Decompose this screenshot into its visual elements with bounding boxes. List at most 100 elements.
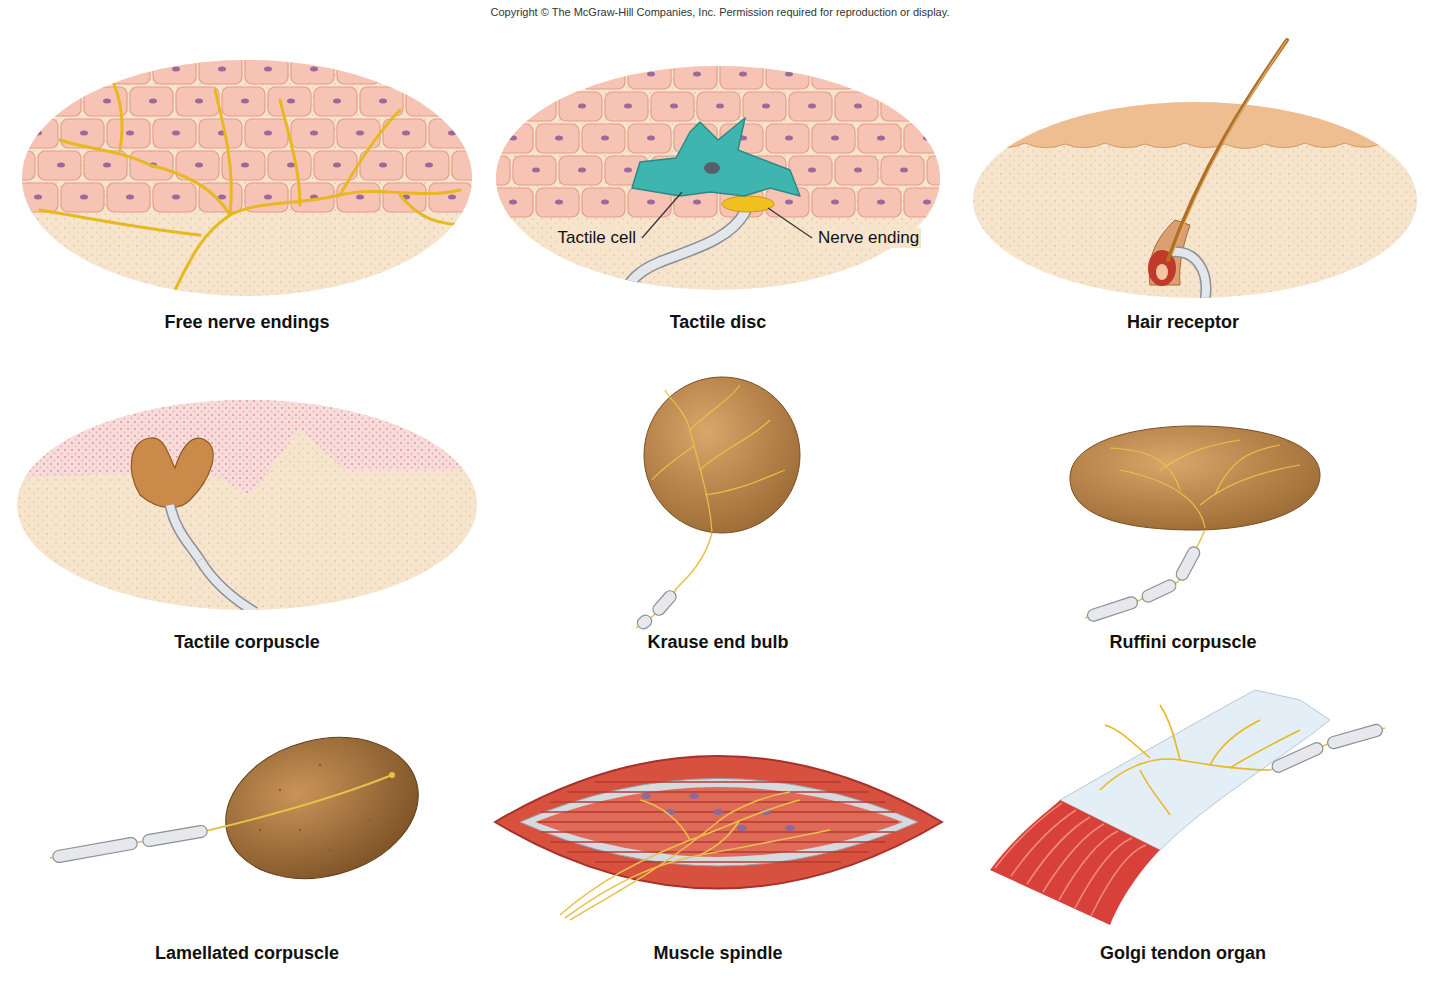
illustration-part: [291, 119, 334, 148]
illustration-part: [877, 136, 885, 141]
illustration-part: [789, 92, 832, 121]
illustration-part: [1160, 705, 1180, 760]
illustration-part: [513, 92, 556, 121]
illustration-part: [448, 67, 456, 72]
illustration-part: [131, 438, 213, 508]
illustration-part: [1215, 445, 1280, 495]
illustration-part: [628, 60, 671, 89]
illustration-part: [877, 200, 885, 205]
illustration-part: [38, 151, 81, 180]
illustration-part: [0, 151, 35, 180]
illustration-part: [40, 210, 200, 235]
illustration-part: [697, 92, 740, 121]
illustration-part: [279, 789, 281, 791]
illustration-part: [693, 72, 701, 77]
illustration-part: [904, 188, 947, 217]
illustration-part: [1160, 440, 1240, 470]
illustration-part: [720, 60, 763, 89]
illustration-part: [785, 200, 793, 205]
illustration-part: [670, 104, 678, 109]
illustration-part: [555, 136, 563, 141]
illustration-part: [0, 55, 518, 212]
receptor-name: Hair receptor: [1127, 312, 1239, 333]
illustration-part: [15, 398, 480, 495]
illustration-part: [1110, 440, 1300, 528]
tactile-disc-figure: [467, 60, 970, 300]
illustration-part: [452, 151, 495, 180]
receptor-name: Free nerve endings: [164, 312, 329, 333]
illustration-part: [369, 819, 371, 821]
illustration-part: [200, 560, 255, 612]
illustration-part: [640, 800, 690, 840]
illustration-part: [61, 55, 104, 84]
illustration-part: [52, 837, 138, 864]
illustration-part: [582, 60, 625, 89]
illustration-part: [624, 104, 632, 109]
illustration-part: [995, 803, 1146, 916]
illustration-part: [222, 87, 265, 116]
illustration-part: [170, 505, 200, 560]
illustration-part: [704, 162, 720, 174]
illustration-part: [448, 131, 456, 136]
illustration-part: [1100, 759, 1270, 790]
illustration-part: [595, 861, 841, 863]
illustration-part: [641, 793, 651, 799]
illustration-part: [402, 131, 410, 136]
illustration-part: [858, 188, 901, 217]
illustration-part: [1172, 252, 1206, 300]
illustration-part: [11, 163, 19, 168]
illustration-part: [1011, 810, 1076, 876]
illustration-part: [310, 67, 318, 72]
illustration-part: [881, 92, 924, 121]
illustration-part: [15, 55, 58, 84]
illustration-part: [1027, 817, 1090, 884]
illustration-part: [356, 131, 364, 136]
illustration-part: [835, 156, 878, 185]
illustration-part: [170, 190, 460, 300]
illustration-part: [536, 188, 579, 217]
illustration-part: [743, 92, 786, 121]
illustration-part: [904, 60, 947, 89]
illustration-part: [785, 72, 793, 77]
illustration-part: [1326, 723, 1383, 750]
illustration-part: [713, 809, 723, 815]
illustration-part: [785, 136, 793, 141]
illustration-part: [923, 136, 931, 141]
illustration-part: [383, 55, 426, 84]
illustration-part: [858, 60, 901, 89]
illustration-part: [80, 131, 88, 136]
illustration-part: [130, 87, 173, 116]
illustration-part: [360, 151, 403, 180]
illustration-part: [582, 188, 625, 217]
illustration-part: [199, 119, 242, 148]
illustration-part: [329, 849, 331, 851]
illustration-part: [532, 168, 540, 173]
illustration-part: [448, 195, 456, 200]
illustration-part: [560, 792, 830, 920]
illustration-part: [0, 87, 35, 116]
illustration-part: [57, 99, 65, 104]
illustration-part: [1270, 723, 1385, 774]
illustration-part: [142, 825, 208, 848]
illustration-part: [990, 800, 1160, 925]
illustration-part: [259, 764, 391, 851]
illustration-part: [647, 136, 655, 141]
receptor-name: Muscle spindle: [653, 943, 782, 964]
illustration-part: [1059, 831, 1118, 900]
illustration-part: [835, 92, 878, 121]
receptor-name: Tactile corpuscle: [174, 632, 320, 653]
illustration-part: [1086, 595, 1139, 623]
illustration-part: [299, 829, 301, 831]
illustration-part: [490, 60, 533, 89]
illustration-part: [452, 87, 495, 116]
illustration-part: [582, 124, 625, 153]
illustration-part: [650, 588, 678, 617]
illustration-part: [494, 67, 502, 72]
illustration-part: [467, 92, 510, 121]
illustration-part: [200, 560, 255, 612]
illustration-part: [241, 99, 249, 104]
illustration-part: [642, 192, 682, 238]
illustration-part: [578, 168, 586, 173]
illustration-part: [737, 825, 747, 831]
